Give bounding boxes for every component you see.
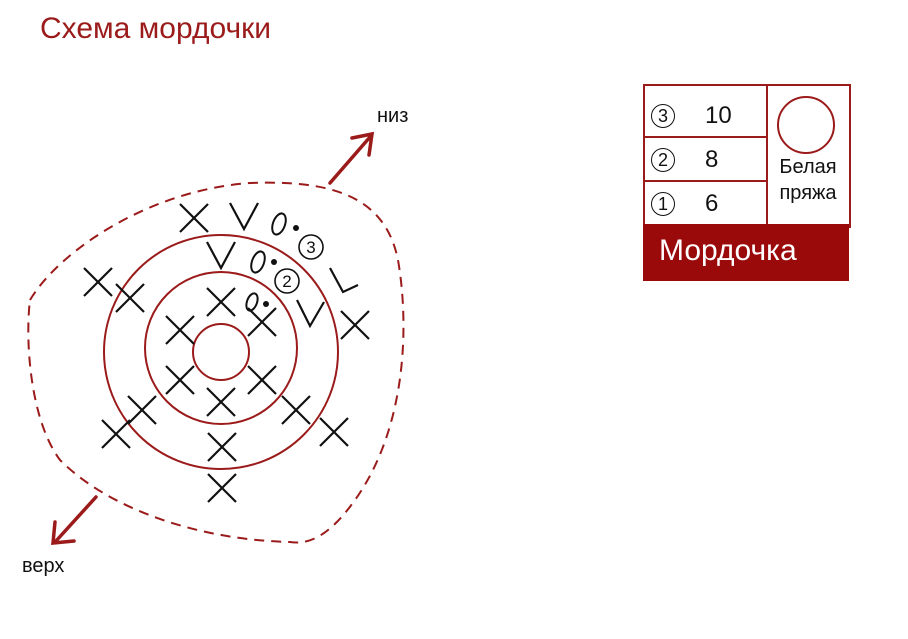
legend-row: 3 10: [643, 96, 766, 136]
stitch-count: 6: [705, 190, 719, 217]
round-3-marker-icon: [298, 234, 324, 260]
round-3-stitches: 3: [82, 202, 371, 504]
single-crochet-x-icon: [246, 306, 278, 338]
yarn-color-swatch: [777, 96, 835, 154]
svg-text:3: 3: [306, 238, 315, 257]
direction-label-bottom-side: низ: [377, 105, 409, 127]
single-crochet-x-icon: [82, 266, 114, 298]
part-name: Мордочка: [659, 234, 797, 267]
stitch-count: 10: [705, 102, 732, 129]
chain-oval-icon: [245, 292, 259, 312]
legend-row-divider: [643, 136, 768, 138]
single-crochet-x-icon: [164, 364, 196, 396]
slip-stitch-dot-icon: [263, 301, 269, 307]
direction-label-top-side: верх: [22, 555, 65, 577]
round-1-stitches: [164, 286, 278, 418]
single-crochet-x-icon: [164, 314, 196, 346]
single-crochet-x-icon: [280, 394, 312, 426]
single-crochet-x-icon: [246, 364, 278, 396]
single-crochet-x-icon: [206, 472, 238, 504]
magic-ring-icon: [192, 323, 250, 381]
increase-v-icon: [296, 299, 325, 329]
chain-oval-icon: [271, 212, 287, 236]
single-crochet-x-icon: [178, 202, 210, 234]
round-1-ring: [144, 271, 298, 425]
increase-v-icon: [329, 267, 359, 294]
stitch-count: 8: [705, 146, 719, 173]
legend-column-divider: [766, 84, 768, 224]
single-crochet-x-icon: [339, 309, 371, 341]
round-2-ring: [103, 234, 339, 470]
part-name-banner: Мордочка: [643, 224, 849, 281]
single-crochet-x-icon: [126, 394, 158, 426]
arrow-down-icon: [51, 495, 98, 545]
round-2-stitches: 2: [114, 241, 325, 463]
single-crochet-x-icon: [100, 418, 132, 450]
legend-table: 3 10 2 8 1 6 Белая пряжа Мордочка: [643, 84, 851, 281]
chain-oval-icon: [250, 250, 266, 274]
arrow-up-icon: [328, 131, 375, 185]
increase-v-icon: [229, 202, 259, 232]
legend-row: 1 6: [643, 184, 766, 224]
row-number: 2: [651, 148, 675, 172]
single-crochet-x-icon: [114, 282, 146, 314]
legend-row-divider: [643, 180, 768, 182]
row-number: 1: [651, 192, 675, 216]
row-number: 3: [651, 104, 675, 128]
round-2-marker-icon: [274, 268, 300, 294]
diagram-title: Схема мордочки: [40, 12, 272, 45]
single-crochet-x-icon: [318, 416, 350, 448]
slip-stitch-dot-icon: [293, 225, 299, 231]
single-crochet-x-icon: [206, 431, 238, 463]
single-crochet-x-icon: [205, 386, 237, 418]
slip-stitch-dot-icon: [271, 259, 277, 265]
svg-text:2: 2: [282, 272, 291, 291]
yarn-label: Белая пряжа: [779, 156, 837, 204]
muzzle-outline: [27, 181, 405, 544]
single-crochet-x-icon: [205, 286, 237, 318]
legend-row: 2 8: [643, 140, 766, 180]
increase-v-icon: [206, 241, 236, 271]
